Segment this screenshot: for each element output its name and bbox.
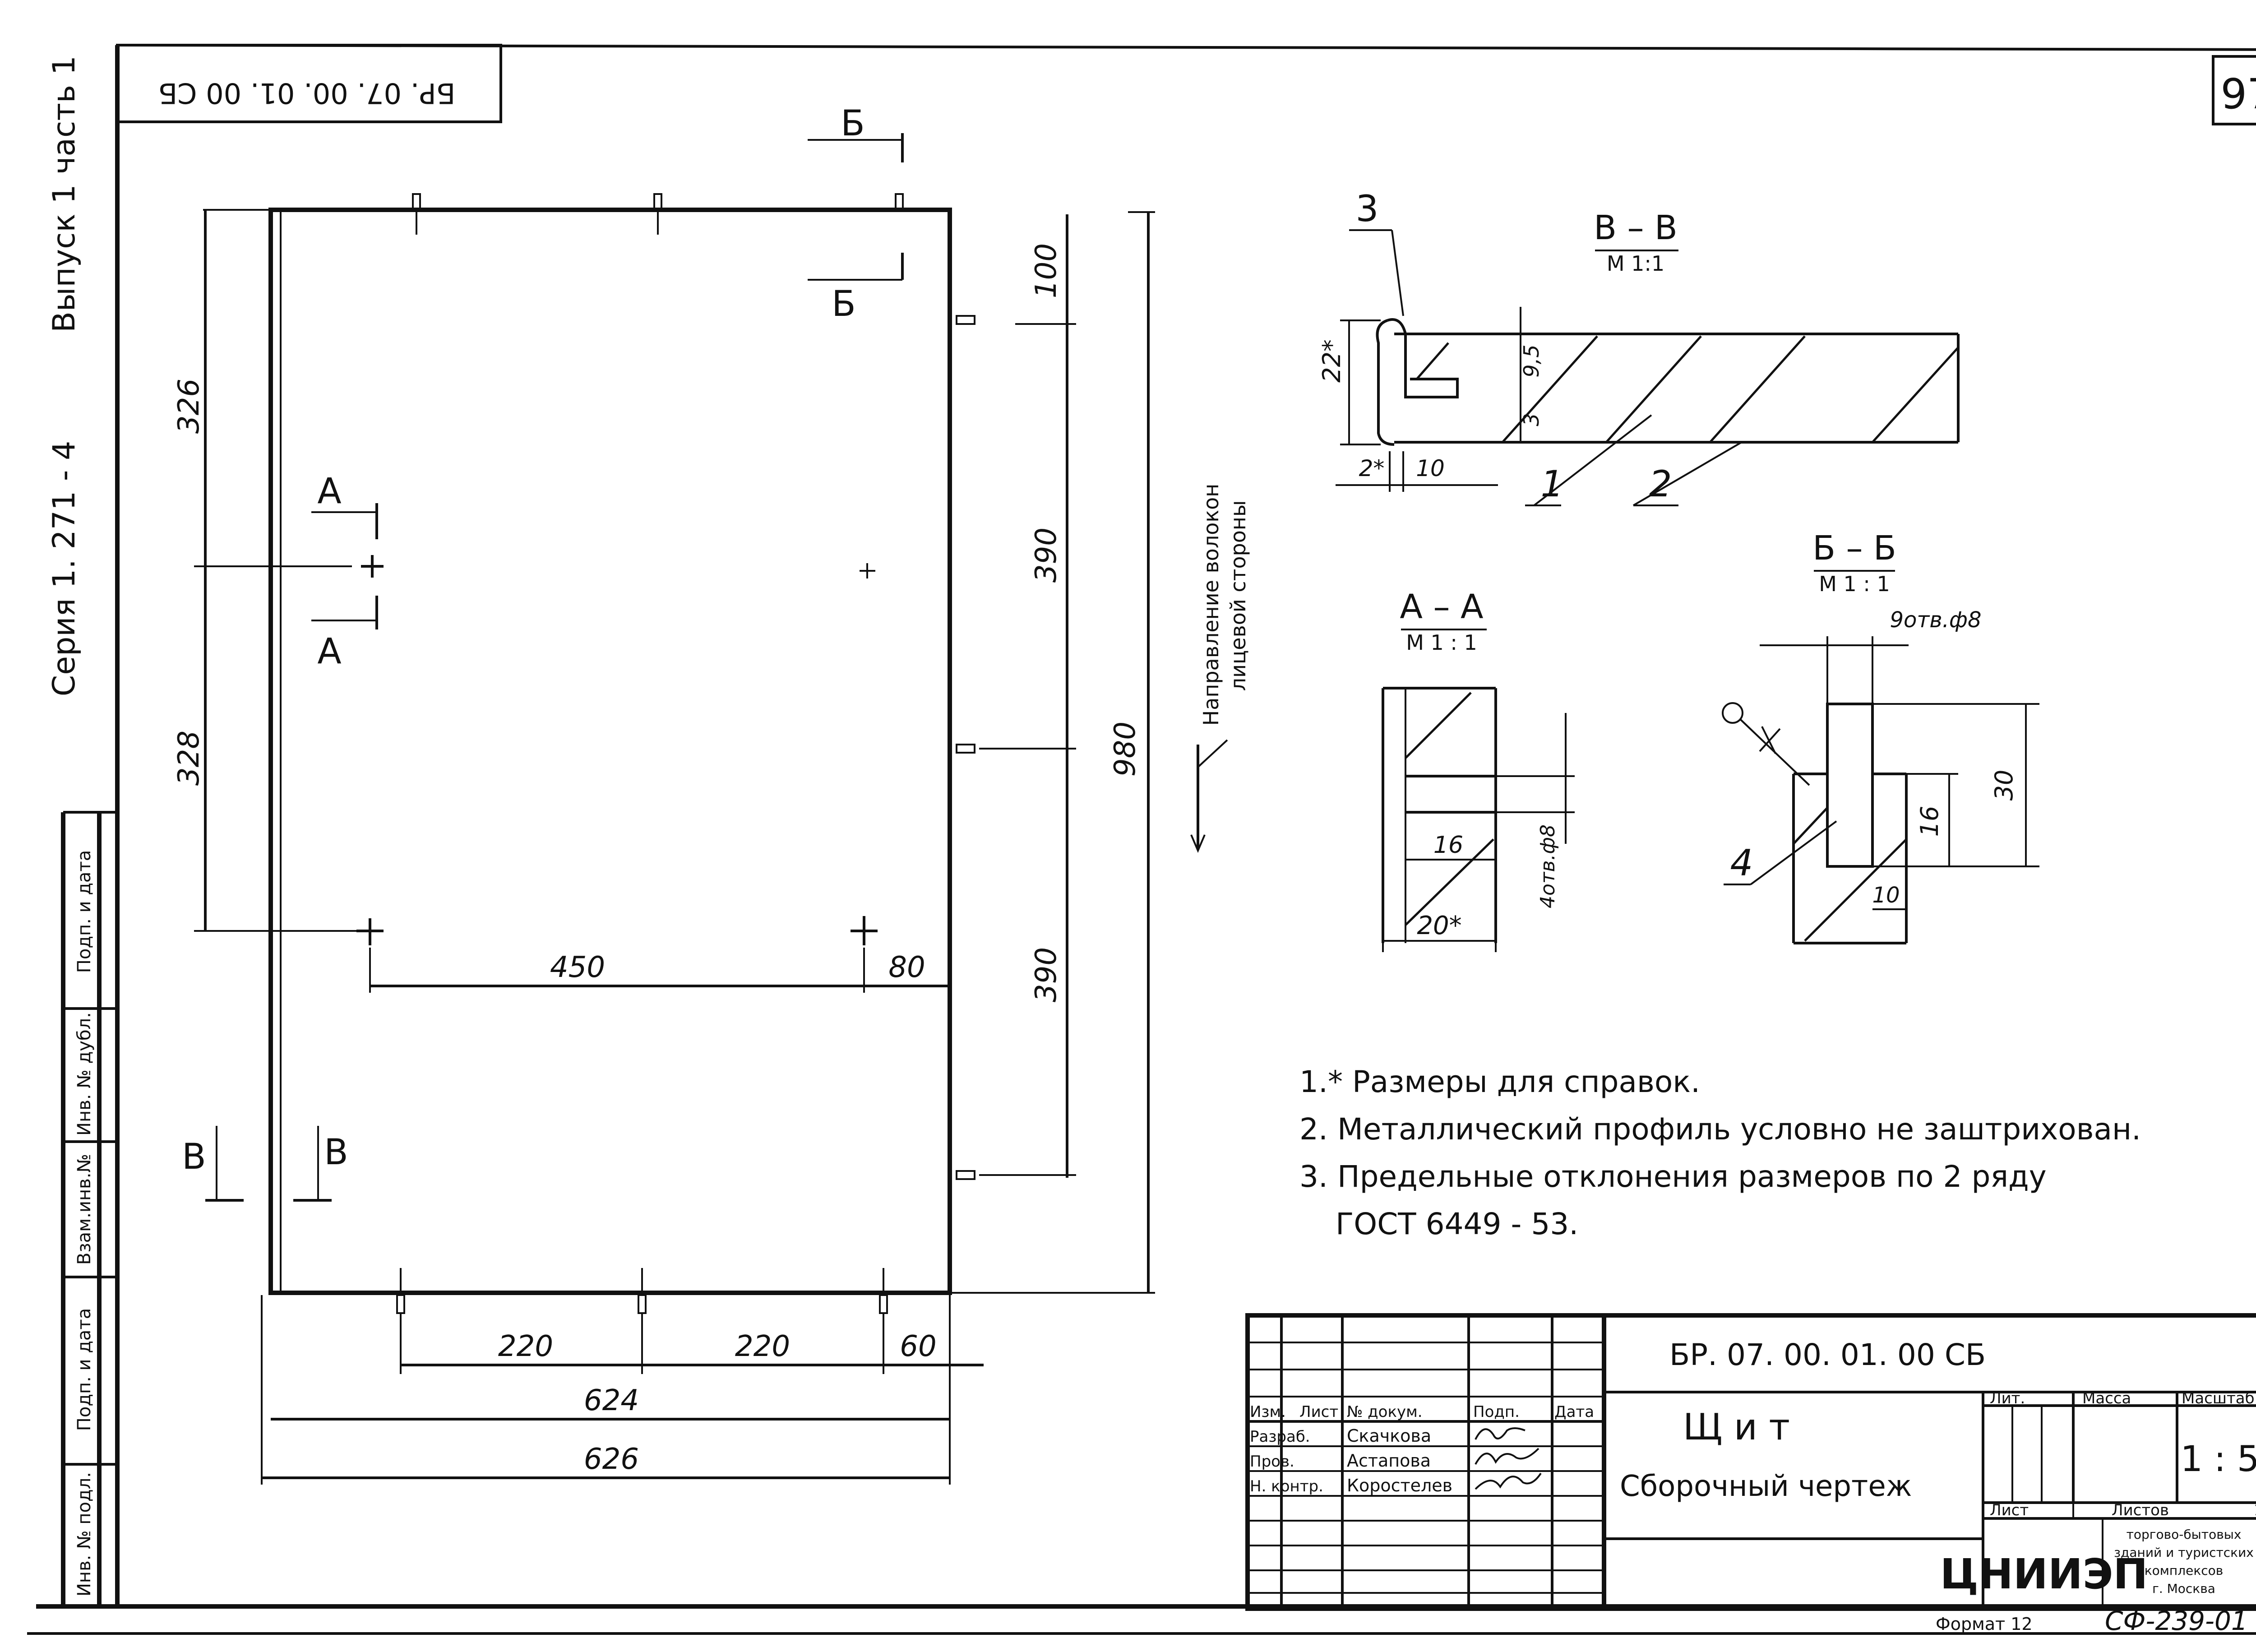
dim-980: 980 [1109,722,1142,777]
tb-mass-label: Масса [2082,1389,2131,1407]
side-boxes [61,811,117,1606]
dim-220-right: 220 [735,1330,790,1363]
section-bb-title: Б – Б [1812,529,1896,568]
tb-sheets-label: Листов [2112,1501,2169,1519]
notes: 1.* Размеры для справок. 2. Металлически… [1299,1064,2141,1241]
dim-626: 626 [584,1443,639,1476]
page-number: 97 [2220,70,2256,118]
dim-326: 326 [172,379,206,434]
side-box-label: Подп. и дата [74,1308,95,1431]
section-vv-title: В – В [1594,208,1678,247]
tb-role: Н. контр. [1250,1477,1323,1495]
dim-80: 80 [888,951,925,984]
signatures [1475,1427,1542,1490]
tb-name: Астапова [1347,1451,1431,1471]
series-label: Серия 1. 271 - 4 [46,441,82,697]
tb-head-sign: Подп. [1473,1403,1520,1421]
tb-org-logo: ЦНИИЭП [1940,1550,2148,1598]
tb-doc-type: Сборочный чертеж [1620,1470,1912,1503]
note-3: 3. Предельные отклонения размеров по 2 р… [1299,1159,2047,1194]
dim-390-lower: 390 [1030,947,1063,1002]
grain-note-line2: лицевой стороны [1226,500,1250,691]
bb-dim-30: 30 [1990,770,2018,801]
section-markers: Б Б А А В В [182,103,904,1202]
tb-sheets-value: 1 [2254,1501,2256,1519]
footer-format: Формат 12 [1936,1614,2033,1634]
vv-dim-3: 3 [1519,413,1544,426]
section-aa-title: А – А [1400,588,1484,626]
section-aa-scale: М 1 : 1 [1406,630,1477,655]
dim-60: 60 [900,1330,936,1363]
tb-scale-label: Масштаб [2182,1389,2255,1407]
vv-dim-9-5: 9,5 [1519,344,1544,377]
vv-dim-10: 10 [1416,455,1445,481]
tb-sheet-label: Лист [1990,1501,2029,1519]
section-mark-b-bottom: Б [832,284,856,324]
side-box-label: Инв. № дубл. [74,1012,95,1136]
tb-name: Коростелев [1347,1476,1452,1495]
section-aa: А – А М 1 : 1 4отв.ф8 16 20* [1382,588,1575,952]
footer-archive-code: СФ-239-01 [2105,1606,2248,1636]
vv-callout-1: 1 [1541,463,1564,505]
tb-head-doc: № докум. [1347,1403,1423,1421]
page-number-box: 97 [2212,55,2256,125]
vv-callout-2: 2 [1649,463,1672,505]
section-mark-b-top: Б [841,103,865,144]
tb-name: Скачкова [1347,1426,1431,1446]
tb-org-line: г. Москва [2152,1581,2215,1596]
section-bb-scale: М 1 : 1 [1819,572,1890,596]
section-vv-scale: М 1:1 [1607,251,1664,276]
section-mark-a-bottom: А [317,631,341,672]
tb-org-line: зданий и туристских [2114,1545,2254,1560]
title-block: Изм. Лист № докум. Подп. Дата Разраб. Ск… [1245,1313,2256,1611]
grain-note-line1: Направление волокон [1199,484,1223,726]
issue-label: Выпуск 1 часть 1 [46,56,82,333]
tb-lit-label: Лит. [1990,1389,2025,1407]
bb-dim-10: 10 [1872,883,1900,908]
vv-callout-3: 3 [1356,188,1379,230]
main-view: 326 328 100 390 390 980 450 80 220 220 6… [172,193,1155,1485]
sheet-frame [27,44,2256,1635]
tb-role: Пров. [1250,1453,1294,1471]
dim-220-left: 220 [498,1330,553,1363]
tb-scale-value: 1 : 5 [2180,1439,2256,1480]
tb-head-list: Лист [1299,1403,1338,1421]
bb-holes: 9отв.ф8 [1890,607,1982,633]
tb-head-izm: Изм. [1250,1403,1286,1421]
stamp-box: БР. 07. 00. 01. 00 СБ [116,44,502,123]
note-1: 1.* Размеры для справок. [1299,1064,1700,1099]
dim-450: 450 [550,951,605,984]
dim-328: 328 [172,731,206,786]
dim-100: 100 [1030,243,1063,298]
tb-head-date: Дата [1554,1403,1594,1421]
section-bb: Б – Б М 1 : 1 30 16 9отв.ф8 10 4 [1722,529,2039,944]
note-2: 2. Металлический профиль условно не зашт… [1299,1112,2141,1147]
bb-dim-16: 16 [1915,806,1944,837]
stamp-code: БР. 07. 00. 01. 00 СБ [158,77,456,110]
side-box-label: Подп. и дата [74,850,95,973]
aa-holes: 4отв.ф8 [1536,824,1559,908]
tb-org-line: торгово-бытовых [2127,1527,2242,1542]
aa-dim-20: 20* [1417,911,1461,940]
dim-624: 624 [584,1384,639,1417]
section-mark-a-top: А [317,471,341,512]
tb-role: Разраб. [1250,1428,1310,1446]
dim-390-upper: 390 [1030,528,1063,583]
tb-org-line: комплексов [2145,1563,2224,1578]
section-mark-v-right: В [324,1132,348,1173]
section-vv: В – В М 1:1 22* 9,5 3 2* 10 3 [1318,188,1960,506]
aa-dim-16: 16 [1433,832,1463,859]
tb-product: Щ и т [1683,1406,1790,1448]
vv-dim-22: 22* [1318,339,1346,383]
bb-callout-4: 4 [1730,842,1753,884]
vv-dim-2: 2* [1359,455,1385,481]
tb-code: БР. 07. 00. 01. 00 СБ [1669,1337,1986,1372]
note-3-cont: ГОСТ 6449 - 53. [1336,1207,1578,1241]
grain-direction-note: Направление волокон лицевой стороны [1190,484,1250,853]
section-mark-v-left: В [182,1137,206,1177]
side-box-label: Инв. № подл. [74,1472,95,1596]
side-box-label: Взам.инв.№ [74,1154,95,1265]
